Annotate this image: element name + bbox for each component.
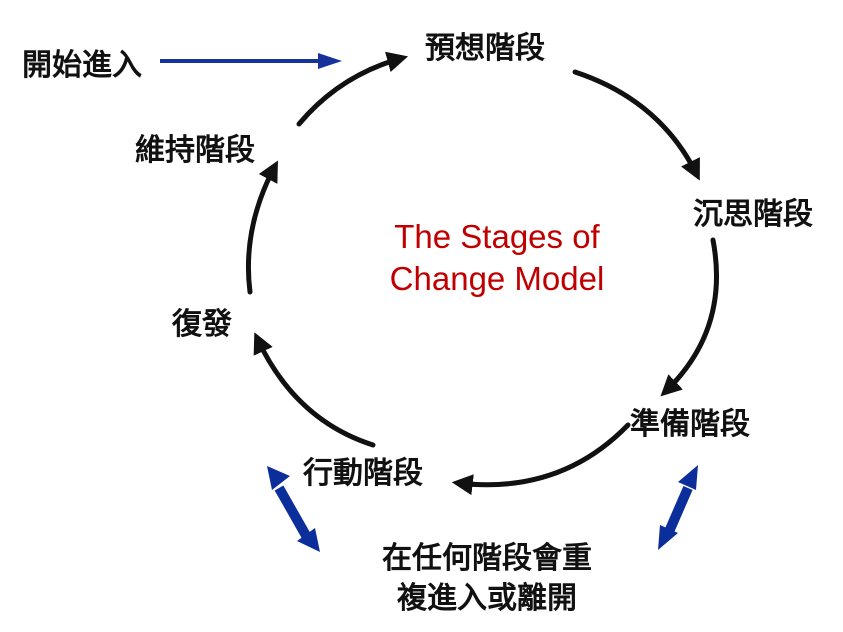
stage-action: 行動階段 <box>302 456 423 491</box>
stage-preparation: 準備階段 <box>630 407 750 442</box>
stage-contemplation: 沉思階段 <box>693 197 813 232</box>
note-group: 在任何階段會重 複進入或離開 <box>267 465 698 616</box>
arrow-maintenance-to-precontemplation <box>296 51 409 127</box>
center-title-line2: Change Model <box>390 260 605 297</box>
arrow-relapse-to-maintenance <box>245 160 278 295</box>
stage-relapse: 復發 <box>171 307 232 342</box>
left-double-arrow-icon <box>267 466 320 552</box>
arrow-action-to-relapse <box>253 332 376 448</box>
right-double-arrow-icon <box>658 465 698 550</box>
center-title-line1: The Stages of <box>394 218 600 255</box>
note-line2: 複進入或離開 <box>397 581 577 616</box>
note-line1: 在任何階段會重 <box>382 541 592 576</box>
stage-maintenance: 維持階段 <box>135 133 255 168</box>
stage-precontemplation: 預想階段 <box>425 31 545 66</box>
entry-group: 開始進入 <box>22 48 342 83</box>
entry-label: 開始進入 <box>22 48 142 83</box>
entry-arrow-head <box>318 53 342 69</box>
arrow-precontemplation-to-contemplation <box>572 69 700 181</box>
cycle-arrows <box>245 51 720 496</box>
arrow-contemplation-to-preparation <box>660 237 720 397</box>
arrow-preparation-to-action <box>451 422 631 496</box>
